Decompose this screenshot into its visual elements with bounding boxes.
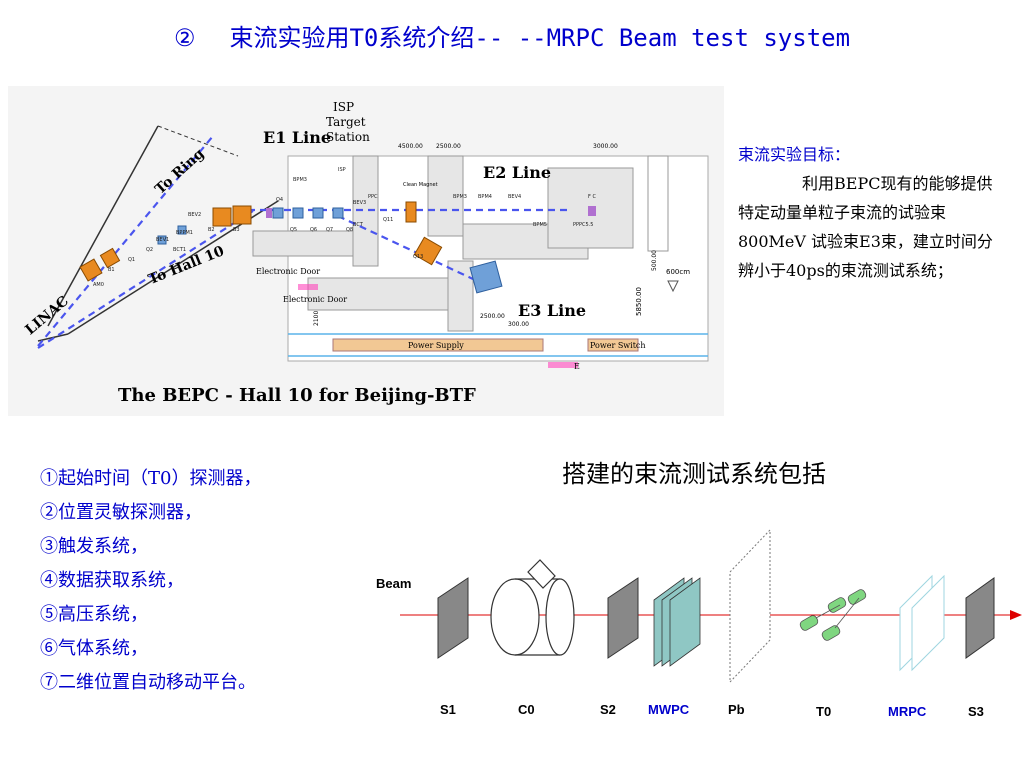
label-s1: S1 — [440, 702, 456, 717]
component-label: Q7 — [326, 227, 333, 233]
component-label: PPPC5.5 — [573, 222, 594, 228]
label-e2: E2 Line — [483, 163, 551, 182]
label-s2: S2 — [600, 702, 616, 717]
title-text: 束流实验用T0系统介绍-- --MRPC Beam test system — [229, 24, 851, 52]
dim-3: 3000.00 — [593, 143, 618, 150]
label-power-switch: Power Switch — [590, 341, 646, 350]
beam-setup-diagram: Beam S1 C0 S2 MWPC Pb T0 M — [376, 528, 1022, 719]
component-label: BEV4 — [508, 194, 521, 200]
label-c0: C0 — [518, 702, 535, 717]
s3-scintillator — [965, 577, 995, 659]
list-item: ⑦二维位置自动移动平台。 — [40, 672, 256, 693]
component-label: Q4 — [276, 197, 283, 203]
component-label: BPM3 — [453, 194, 467, 200]
dim-8: 600cm — [666, 268, 690, 276]
component-label: BPM3 — [293, 177, 307, 183]
label-mrpc: MRPC — [888, 704, 927, 719]
component-label: Q8 — [346, 227, 353, 233]
label-elec-door-2: Electronic Door — [283, 295, 347, 304]
label-mwpc: MWPC — [648, 702, 690, 717]
mrpc-chambers — [899, 574, 945, 672]
list-item: ③触发系统， — [40, 536, 148, 557]
c0-cherenkov — [490, 559, 575, 656]
label-e1: E1 Line — [263, 128, 331, 147]
component-label: BPPM1 — [176, 230, 193, 236]
list-item: ⑥气体系统， — [40, 638, 148, 659]
list-item: ①起始时间（T0）探测器， — [40, 468, 262, 489]
dim-1: 4500.00 — [398, 143, 423, 150]
title-number: ② — [173, 24, 196, 52]
component-list: ①起始时间（T0）探测器， ②位置灵敏探测器， ③触发系统， ④数据获取系统， … — [40, 462, 261, 700]
label-e3: E3 Line — [518, 301, 586, 320]
beam-label: Beam — [376, 576, 411, 591]
t0-detector — [799, 589, 867, 641]
dim-6: 2500.00 — [480, 313, 505, 320]
map-caption: The BEPC - Hall 10 for Beijing-BTF — [118, 385, 476, 406]
s2-scintillator — [607, 577, 639, 659]
component-label: BCT — [353, 222, 364, 228]
label-t0: T0 — [816, 704, 831, 719]
component-label: BPM5 — [533, 222, 547, 228]
label-s3: S3 — [968, 704, 984, 719]
label-isp-1: ISP — [333, 100, 354, 114]
dim-2: 2500.00 — [436, 143, 461, 150]
beam-arrow — [1010, 610, 1022, 620]
list-item: ⑤高压系统， — [40, 604, 148, 625]
component-label: ISP — [338, 167, 346, 173]
component-label: BEV2 — [188, 212, 201, 218]
component-label: Q1 — [128, 257, 135, 263]
goal-heading: 束流实验目标： — [738, 145, 851, 164]
dim-4: 5850.00 — [635, 287, 643, 316]
mwpc-chambers — [653, 577, 701, 667]
component-label: PPC — [368, 194, 378, 200]
pb-plate — [729, 528, 771, 684]
s1-scintillator — [437, 577, 469, 659]
label-clean-magnet: Clean Magnet — [403, 182, 438, 188]
slide-title: ② 束流实验用T0系统介绍-- --MRPC Beam test system — [0, 18, 1024, 53]
list-item: ④数据获取系统， — [40, 570, 184, 591]
component-label: Q6 — [310, 227, 317, 233]
dim-5: 2100 — [313, 311, 320, 326]
dim-9: 500.00 — [651, 250, 658, 271]
component-label: B1 — [108, 267, 115, 273]
label-elec-e: E — [574, 362, 580, 371]
component-label: Q5 — [290, 227, 297, 233]
component-label: BEV1 — [156, 237, 169, 243]
beamline-map: To Ring LINAC To Hall 10 E1 Line E2 Line… — [8, 86, 724, 416]
component-label: Q13 — [413, 254, 423, 260]
label-elec-door: Electronic Door — [256, 267, 320, 276]
label-isp-2: Target — [326, 115, 366, 129]
component-label: F C — [588, 194, 596, 200]
component-label: Q11 — [383, 217, 393, 223]
component-label: BPM4 — [478, 194, 492, 200]
component-label: BEV3 — [353, 200, 366, 206]
list-item: ②位置灵敏探测器， — [40, 502, 202, 523]
setup-caption: 搭建的束流测试系统包括 — [562, 460, 826, 488]
label-isp-3: Station — [326, 130, 370, 144]
component-label: B3 — [233, 227, 240, 233]
goal-body: 利用BEPC现有的能够提供特定动量单粒子束流的试验束800MeV 试验束E3束，… — [738, 174, 993, 280]
label-power-supply: Power Supply — [408, 341, 464, 350]
component-label: B2 — [208, 227, 215, 233]
dim-7: 300.00 — [508, 321, 529, 328]
label-pb: Pb — [728, 702, 745, 717]
component-label: Q2 — [146, 247, 153, 253]
experiment-goal: 束流实验目标： 利用BEPC现有的能够提供特定动量单粒子束流的试验束800MeV… — [738, 140, 1008, 285]
component-label: BCT1 — [173, 247, 186, 253]
component-label: AM0 — [93, 282, 104, 288]
